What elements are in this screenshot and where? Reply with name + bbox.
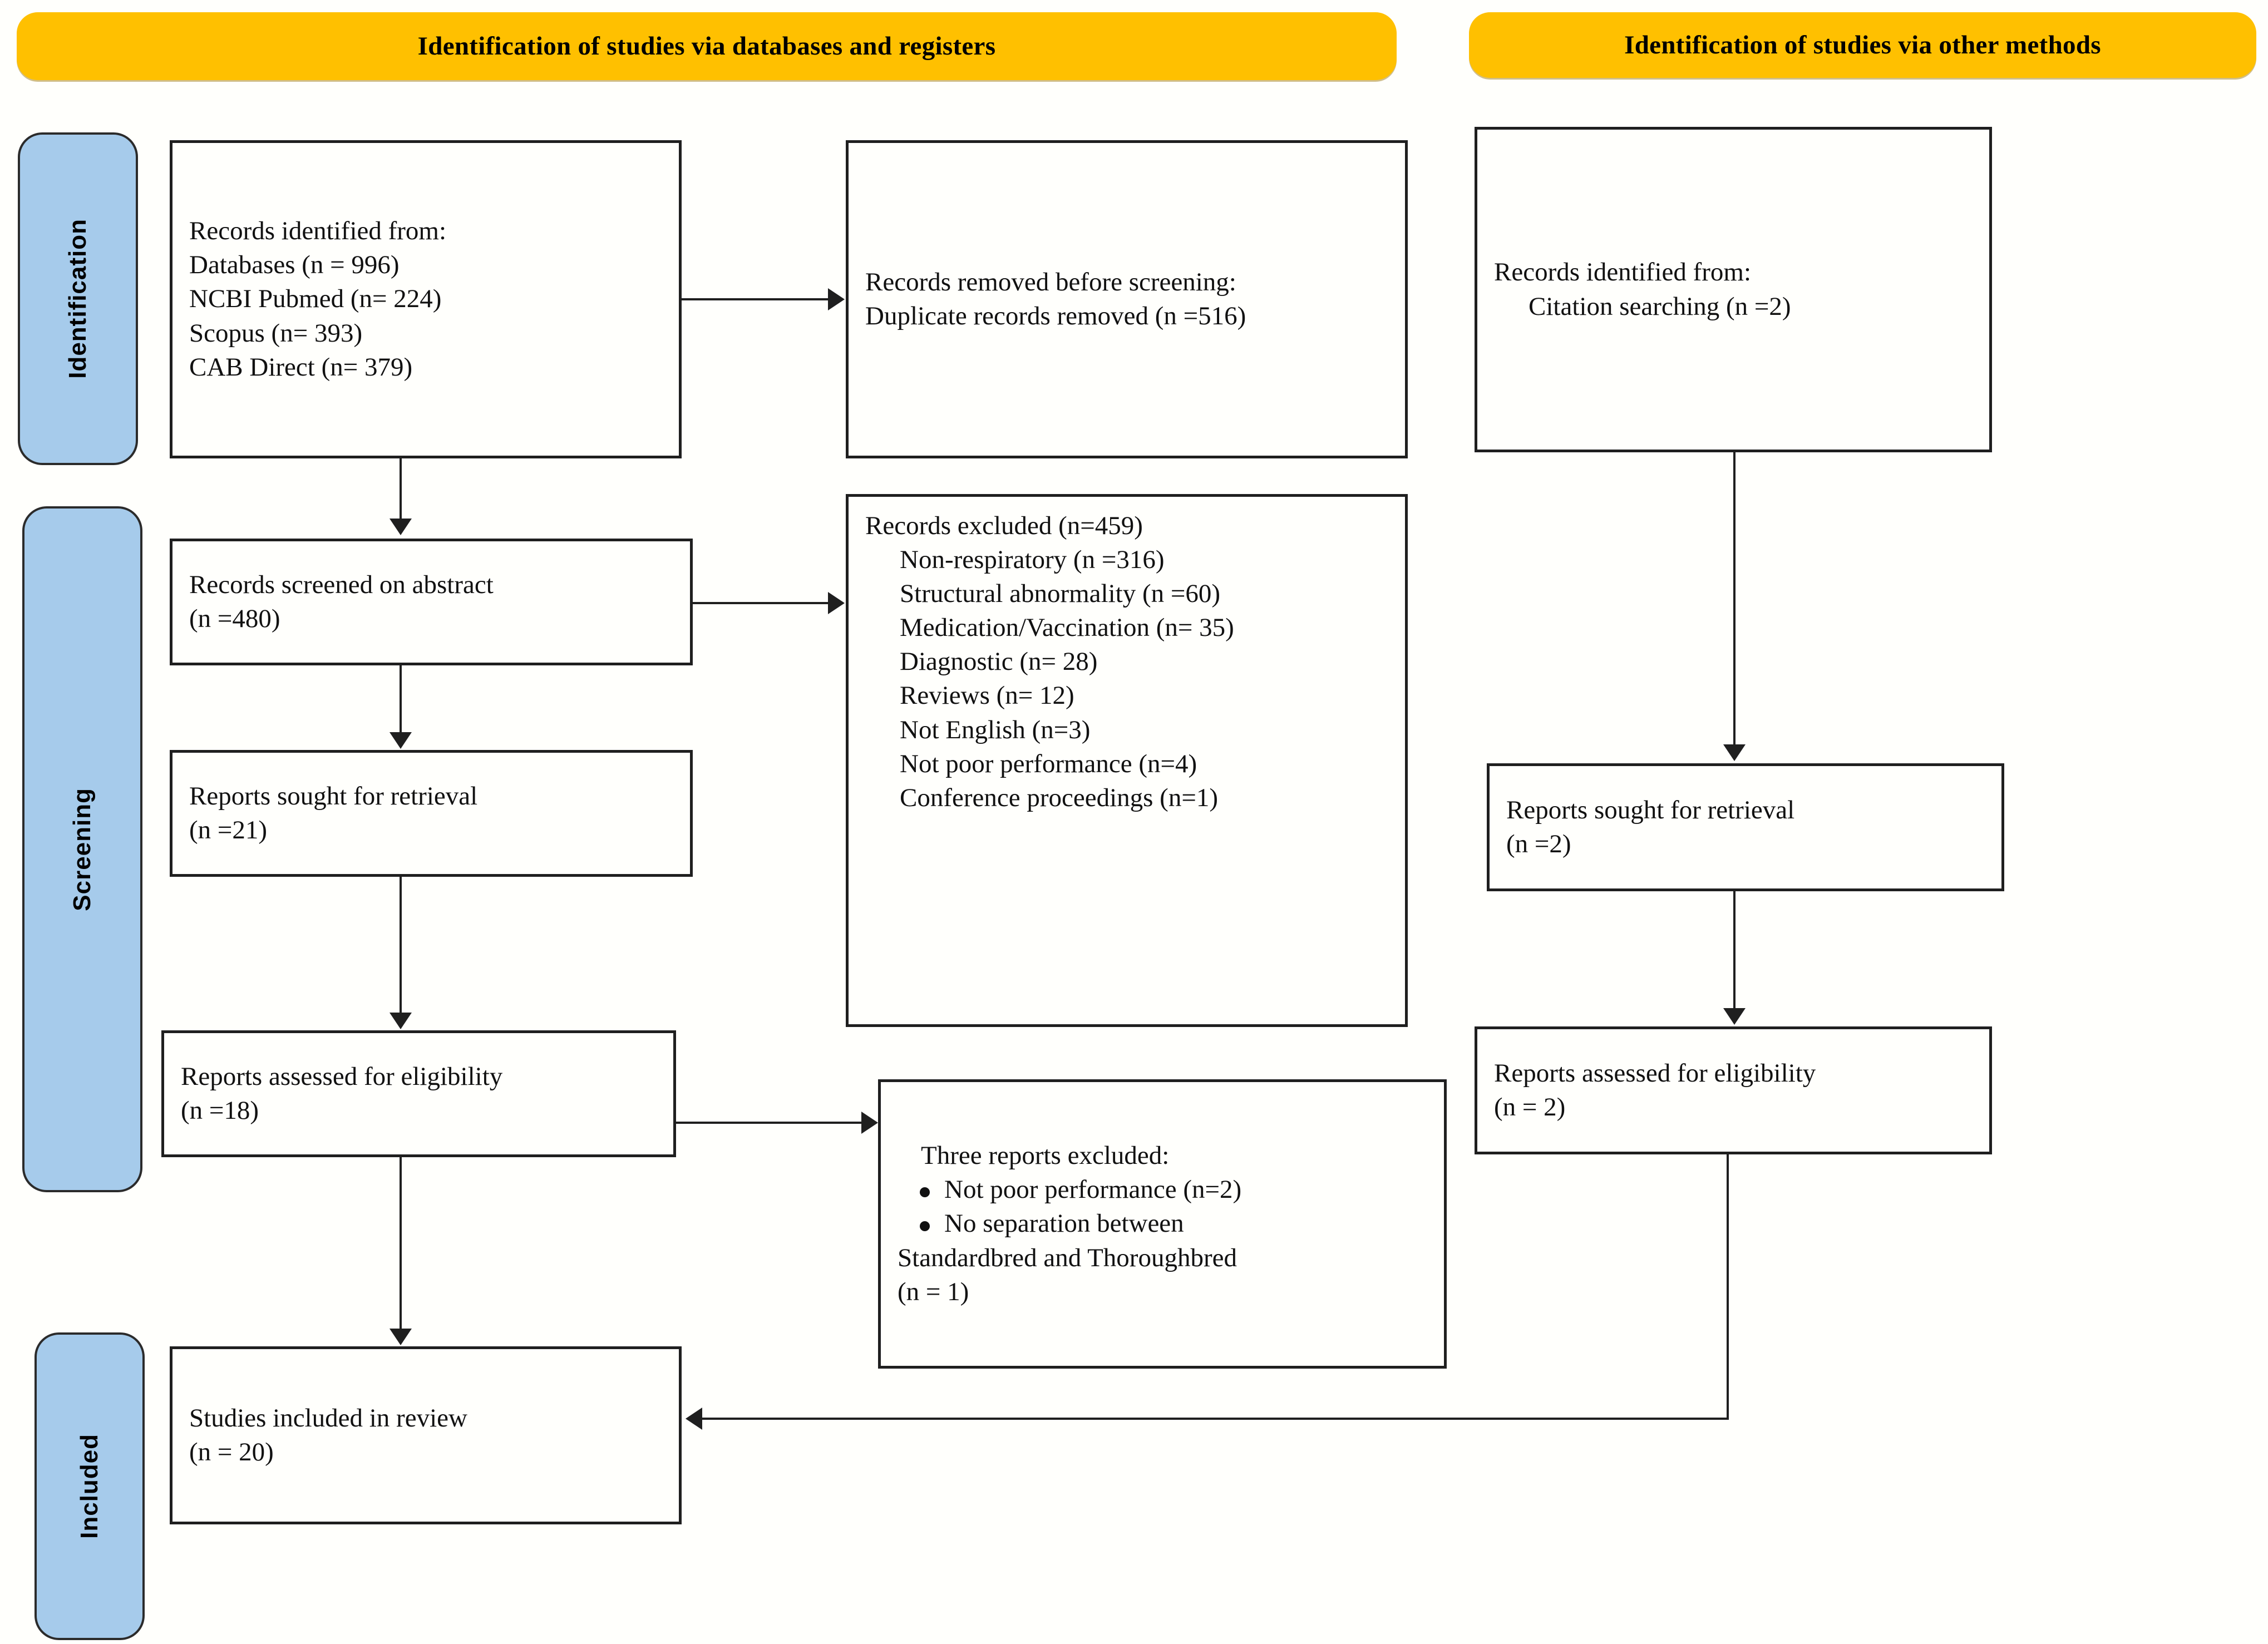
records-excluded-reason-3: Diagnostic (n= 28) <box>900 647 1098 677</box>
records-excluded-reason-1: Structural abnormality (n =60) <box>900 579 1221 609</box>
arrowhead-screened-to-sought <box>389 732 412 749</box>
arrowhead-other-sought-to-assessed <box>1723 1008 1746 1025</box>
records-identified-line-2: Scopus (n= 393) <box>189 318 363 348</box>
arrowhead-other-assessed-to-included <box>686 1408 702 1430</box>
records-removed-title: Records removed before screening: <box>865 267 1236 297</box>
records-screened-count: (n =480) <box>189 604 280 633</box>
box-records-screened-on-abstract: Records screened on abstract (n =480) <box>170 539 693 665</box>
stage-label-screening: Screening <box>22 506 142 1192</box>
arrowhead-sought-to-assessed <box>389 1013 412 1029</box>
connector-sought-to-assessed <box>400 877 402 1015</box>
connector-other-assessed-down <box>1727 1154 1729 1419</box>
connector-other-assessed-to-included <box>702 1418 1729 1420</box>
other-sought-count: (n =2) <box>1506 830 1571 858</box>
box-reports-sought-retrieval-other: Reports sought for retrieval (n =2) <box>1487 763 2004 891</box>
three-excluded-bullet-0-label: Not poor performance (n=2) <box>944 1175 1242 1204</box>
records-excluded-reason-0: Non-respiratory (n =316) <box>900 545 1165 575</box>
stage-included-text: Included <box>76 1434 103 1539</box>
stage-screening-text: Screening <box>68 787 96 911</box>
three-excluded-bullet-1: No separation between <box>898 1207 1427 1241</box>
three-excluded-bullet-0: Not poor performance (n=2) <box>898 1173 1427 1207</box>
arrowhead-identified-to-screened <box>389 519 412 535</box>
connector-screened-to-sought <box>400 665 402 733</box>
records-excluded-reason-2: Medication/Vaccination (n= 35) <box>900 613 1234 643</box>
box-studies-included-in-review: Studies included in review (n = 20) <box>170 1346 682 1524</box>
banner-other-label: Identification of studies via other meth… <box>1624 31 2101 60</box>
reports-sought-count: (n =21) <box>189 816 268 845</box>
records-identified-line-3: CAB Direct (n= 379) <box>189 352 413 382</box>
reports-assessed-count: (n =18) <box>181 1096 259 1125</box>
arrowhead-assessed-to-three-excluded <box>861 1112 878 1134</box>
records-screened-title: Records screened on abstract <box>189 570 494 599</box>
connector-identified-to-removed <box>682 298 829 300</box>
other-assessed-count: (n = 2) <box>1494 1093 1566 1122</box>
three-excluded-continuation: Standardbred and Thoroughbred <box>898 1243 1237 1272</box>
bullet-dot-icon <box>920 1221 930 1232</box>
connector-other-sought-to-assessed <box>1733 891 1735 1009</box>
connector-assessed-to-three-excluded <box>676 1122 862 1124</box>
three-excluded-title: Three reports excluded: <box>921 1141 1170 1171</box>
box-reports-assessed-eligibility-databases: Reports assessed for eligibility (n =18) <box>161 1030 676 1157</box>
bullet-dot-icon <box>920 1187 930 1198</box>
records-excluded-title: Records excluded (n=459) <box>865 511 1143 540</box>
box-records-identified-databases: Records identified from: Databases (n = … <box>170 140 682 458</box>
records-excluded-reason-7: Conference proceedings (n=1) <box>900 783 1218 812</box>
box-records-removed-before-screening: Records removed before screening: Duplic… <box>846 140 1408 458</box>
other-identified-line-0: Citation searching (n =2) <box>1529 292 1791 321</box>
stage-identification-text: Identification <box>64 219 91 379</box>
banner-databases-label: Identification of studies via databases … <box>417 32 996 61</box>
records-excluded-reason-6: Not poor performance (n=4) <box>900 749 1197 778</box>
studies-included-count: (n = 20) <box>189 1438 274 1467</box>
box-records-excluded: Records excluded (n=459) Non-respiratory… <box>846 494 1408 1027</box>
records-identified-title: Records identified from: <box>189 216 447 246</box>
arrowhead-other-identified-to-sought <box>1723 744 1746 761</box>
connector-other-identified-to-sought <box>1733 452 1735 746</box>
arrowhead-identified-to-removed <box>828 288 845 310</box>
studies-included-title: Studies included in review <box>189 1403 467 1433</box>
box-three-reports-excluded: Three reports excluded: Not poor perform… <box>878 1079 1447 1369</box>
records-identified-line-0: Databases (n = 996) <box>189 250 400 280</box>
reports-sought-title: Reports sought for retrieval <box>189 781 478 811</box>
box-reports-assessed-eligibility-other: Reports assessed for eligibility (n = 2) <box>1475 1026 1992 1154</box>
banner-other-methods: Identification of studies via other meth… <box>1469 12 2256 78</box>
other-sought-title: Reports sought for retrieval <box>1506 795 1795 825</box>
three-excluded-bullet-1-label: No separation between <box>944 1209 1184 1238</box>
other-assessed-title: Reports assessed for eligibility <box>1494 1058 1816 1088</box>
stage-label-included: Included <box>34 1332 145 1640</box>
connector-screened-to-excluded <box>693 602 829 604</box>
arrowhead-assessed-to-included <box>389 1329 412 1345</box>
records-excluded-reason-4: Reviews (n= 12) <box>900 681 1074 710</box>
three-excluded-count: (n = 1) <box>898 1277 969 1306</box>
connector-assessed-to-included <box>400 1157 402 1331</box>
records-excluded-reason-5: Not English (n=3) <box>900 715 1091 744</box>
box-reports-sought-retrieval-databases: Reports sought for retrieval (n =21) <box>170 750 693 877</box>
box-records-identified-other-methods: Records identified from: Citation search… <box>1475 127 1992 452</box>
stage-label-identification: Identification <box>18 132 138 465</box>
records-removed-line-0: Duplicate records removed (n =516) <box>865 302 1246 330</box>
connector-identified-to-screened <box>400 458 402 520</box>
arrowhead-screened-to-excluded <box>828 592 845 614</box>
records-identified-line-1: NCBI Pubmed (n= 224) <box>189 284 442 314</box>
reports-assessed-title: Reports assessed for eligibility <box>181 1062 503 1091</box>
other-identified-title: Records identified from: <box>1494 258 1752 287</box>
banner-databases-registers: Identification of studies via databases … <box>17 12 1397 80</box>
